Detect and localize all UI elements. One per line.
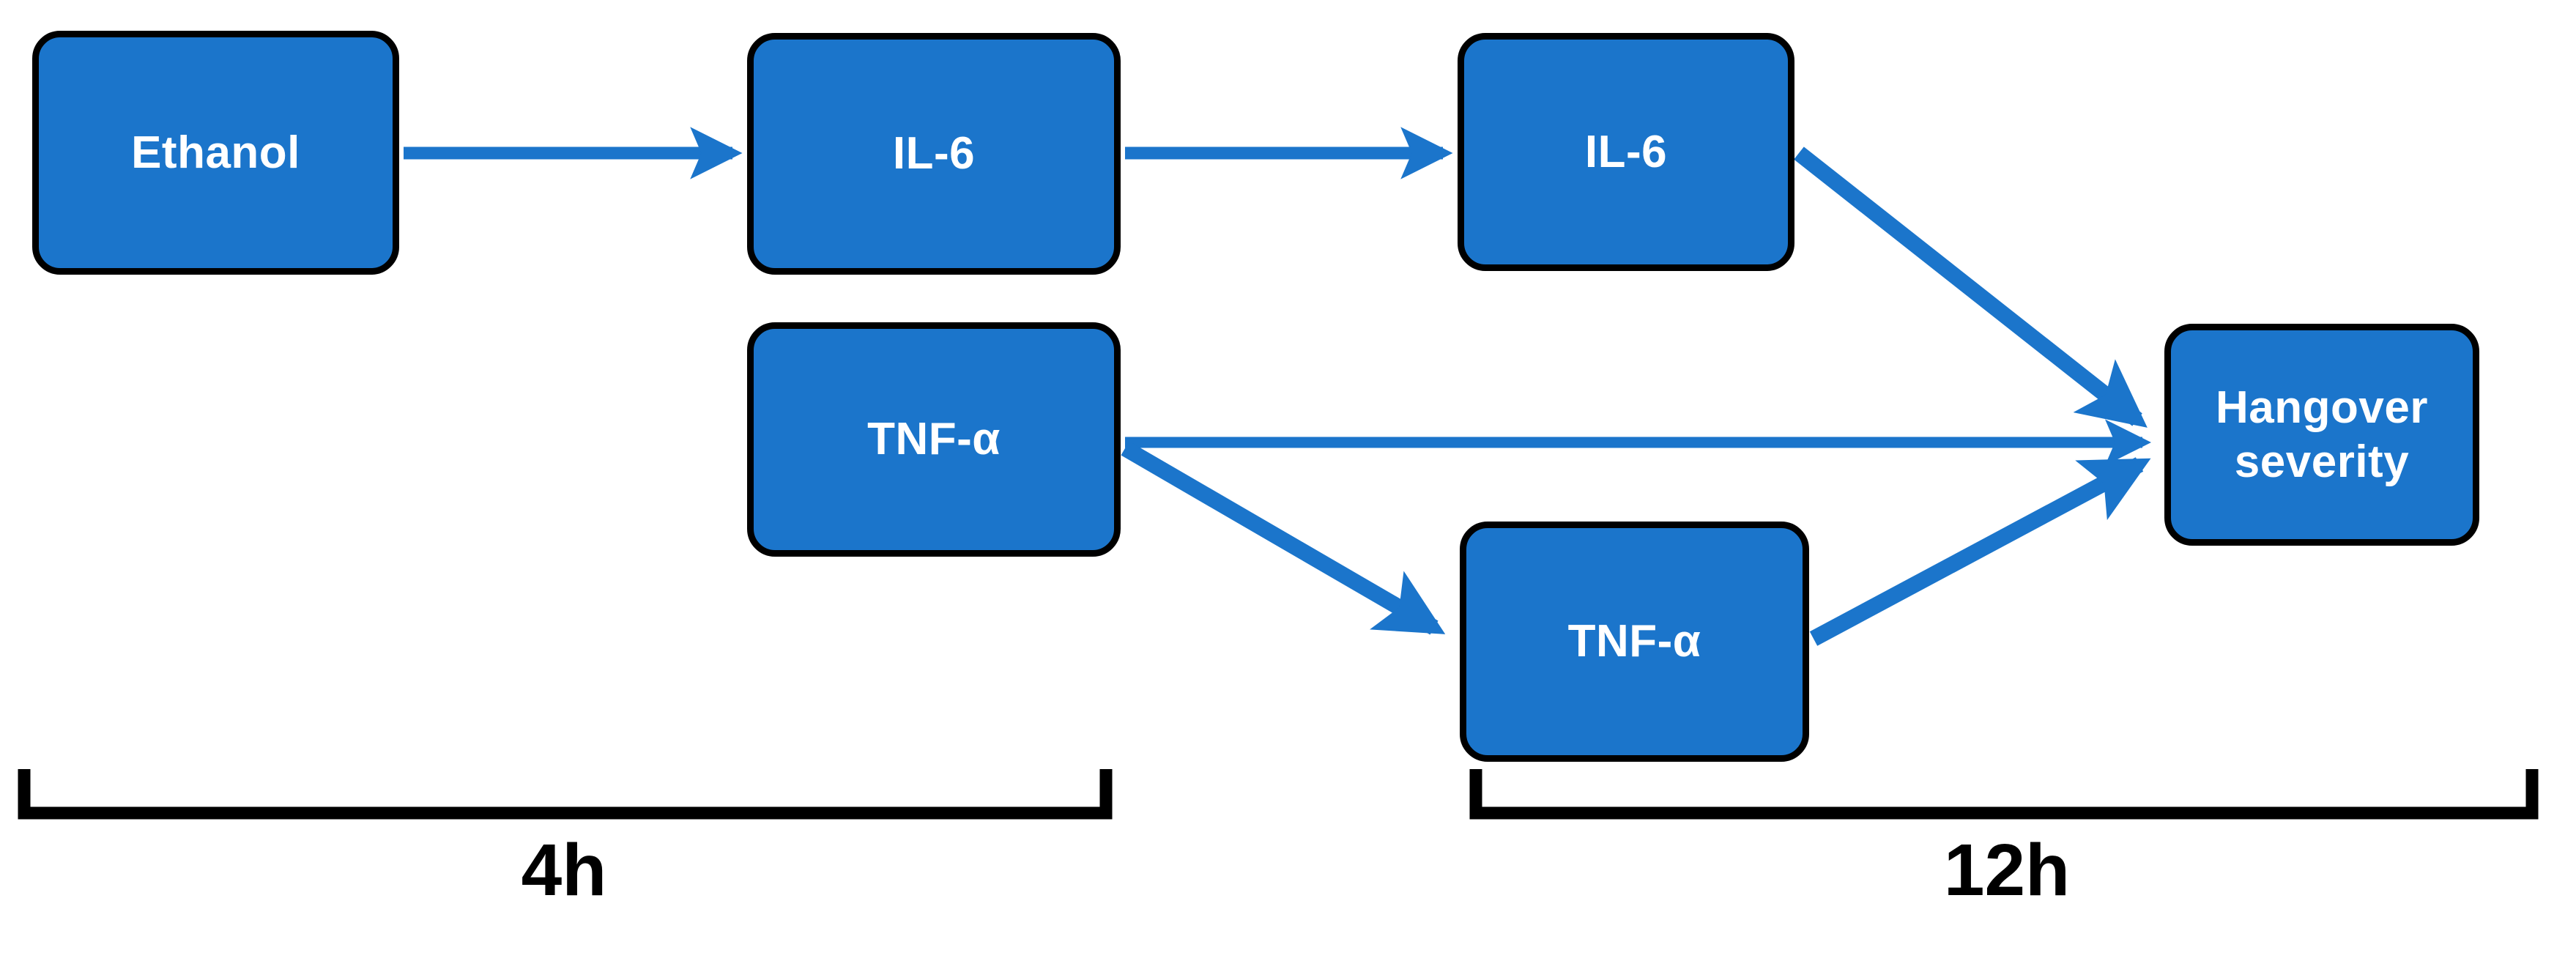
node-tnfa-4h-label: TNF-α: [867, 414, 1001, 465]
node-il6-4h-label: IL-6: [892, 128, 976, 179]
node-hangover-severity[interactable]: Hangover severity: [2164, 324, 2479, 546]
node-ethanol-label: Ethanol: [131, 127, 300, 178]
node-il6-12h[interactable]: IL-6: [1458, 33, 1794, 271]
node-tnfa-12h-label: TNF-α: [1567, 616, 1701, 667]
node-hangover-severity-label: Hangover severity: [2171, 381, 2473, 488]
node-il6-4h[interactable]: IL-6: [747, 33, 1121, 275]
edge-tnfa-12h-to-hangover: [1809, 457, 2151, 646]
node-ethanol[interactable]: Ethanol: [32, 31, 399, 275]
node-tnfa-12h[interactable]: TNF-α: [1460, 522, 1809, 762]
bracket-4h-label: 4h: [521, 829, 607, 911]
node-tnfa-4h[interactable]: TNF-α: [747, 322, 1121, 557]
node-hangover-severity-line1: Hangover: [2216, 382, 2428, 434]
bracket-4h-shape: [18, 769, 1113, 820]
node-hangover-severity-line2: severity: [2234, 436, 2410, 487]
bracket-12h-shape: [1469, 769, 2539, 820]
edge-tnfa-4h-to-tnfa-12h: [1121, 441, 1446, 635]
node-il6-12h-label: IL-6: [1584, 126, 1668, 177]
bracket-12h-label: 12h: [1943, 829, 2071, 911]
edge-il6-12h-to-hangover: [1794, 146, 2148, 428]
